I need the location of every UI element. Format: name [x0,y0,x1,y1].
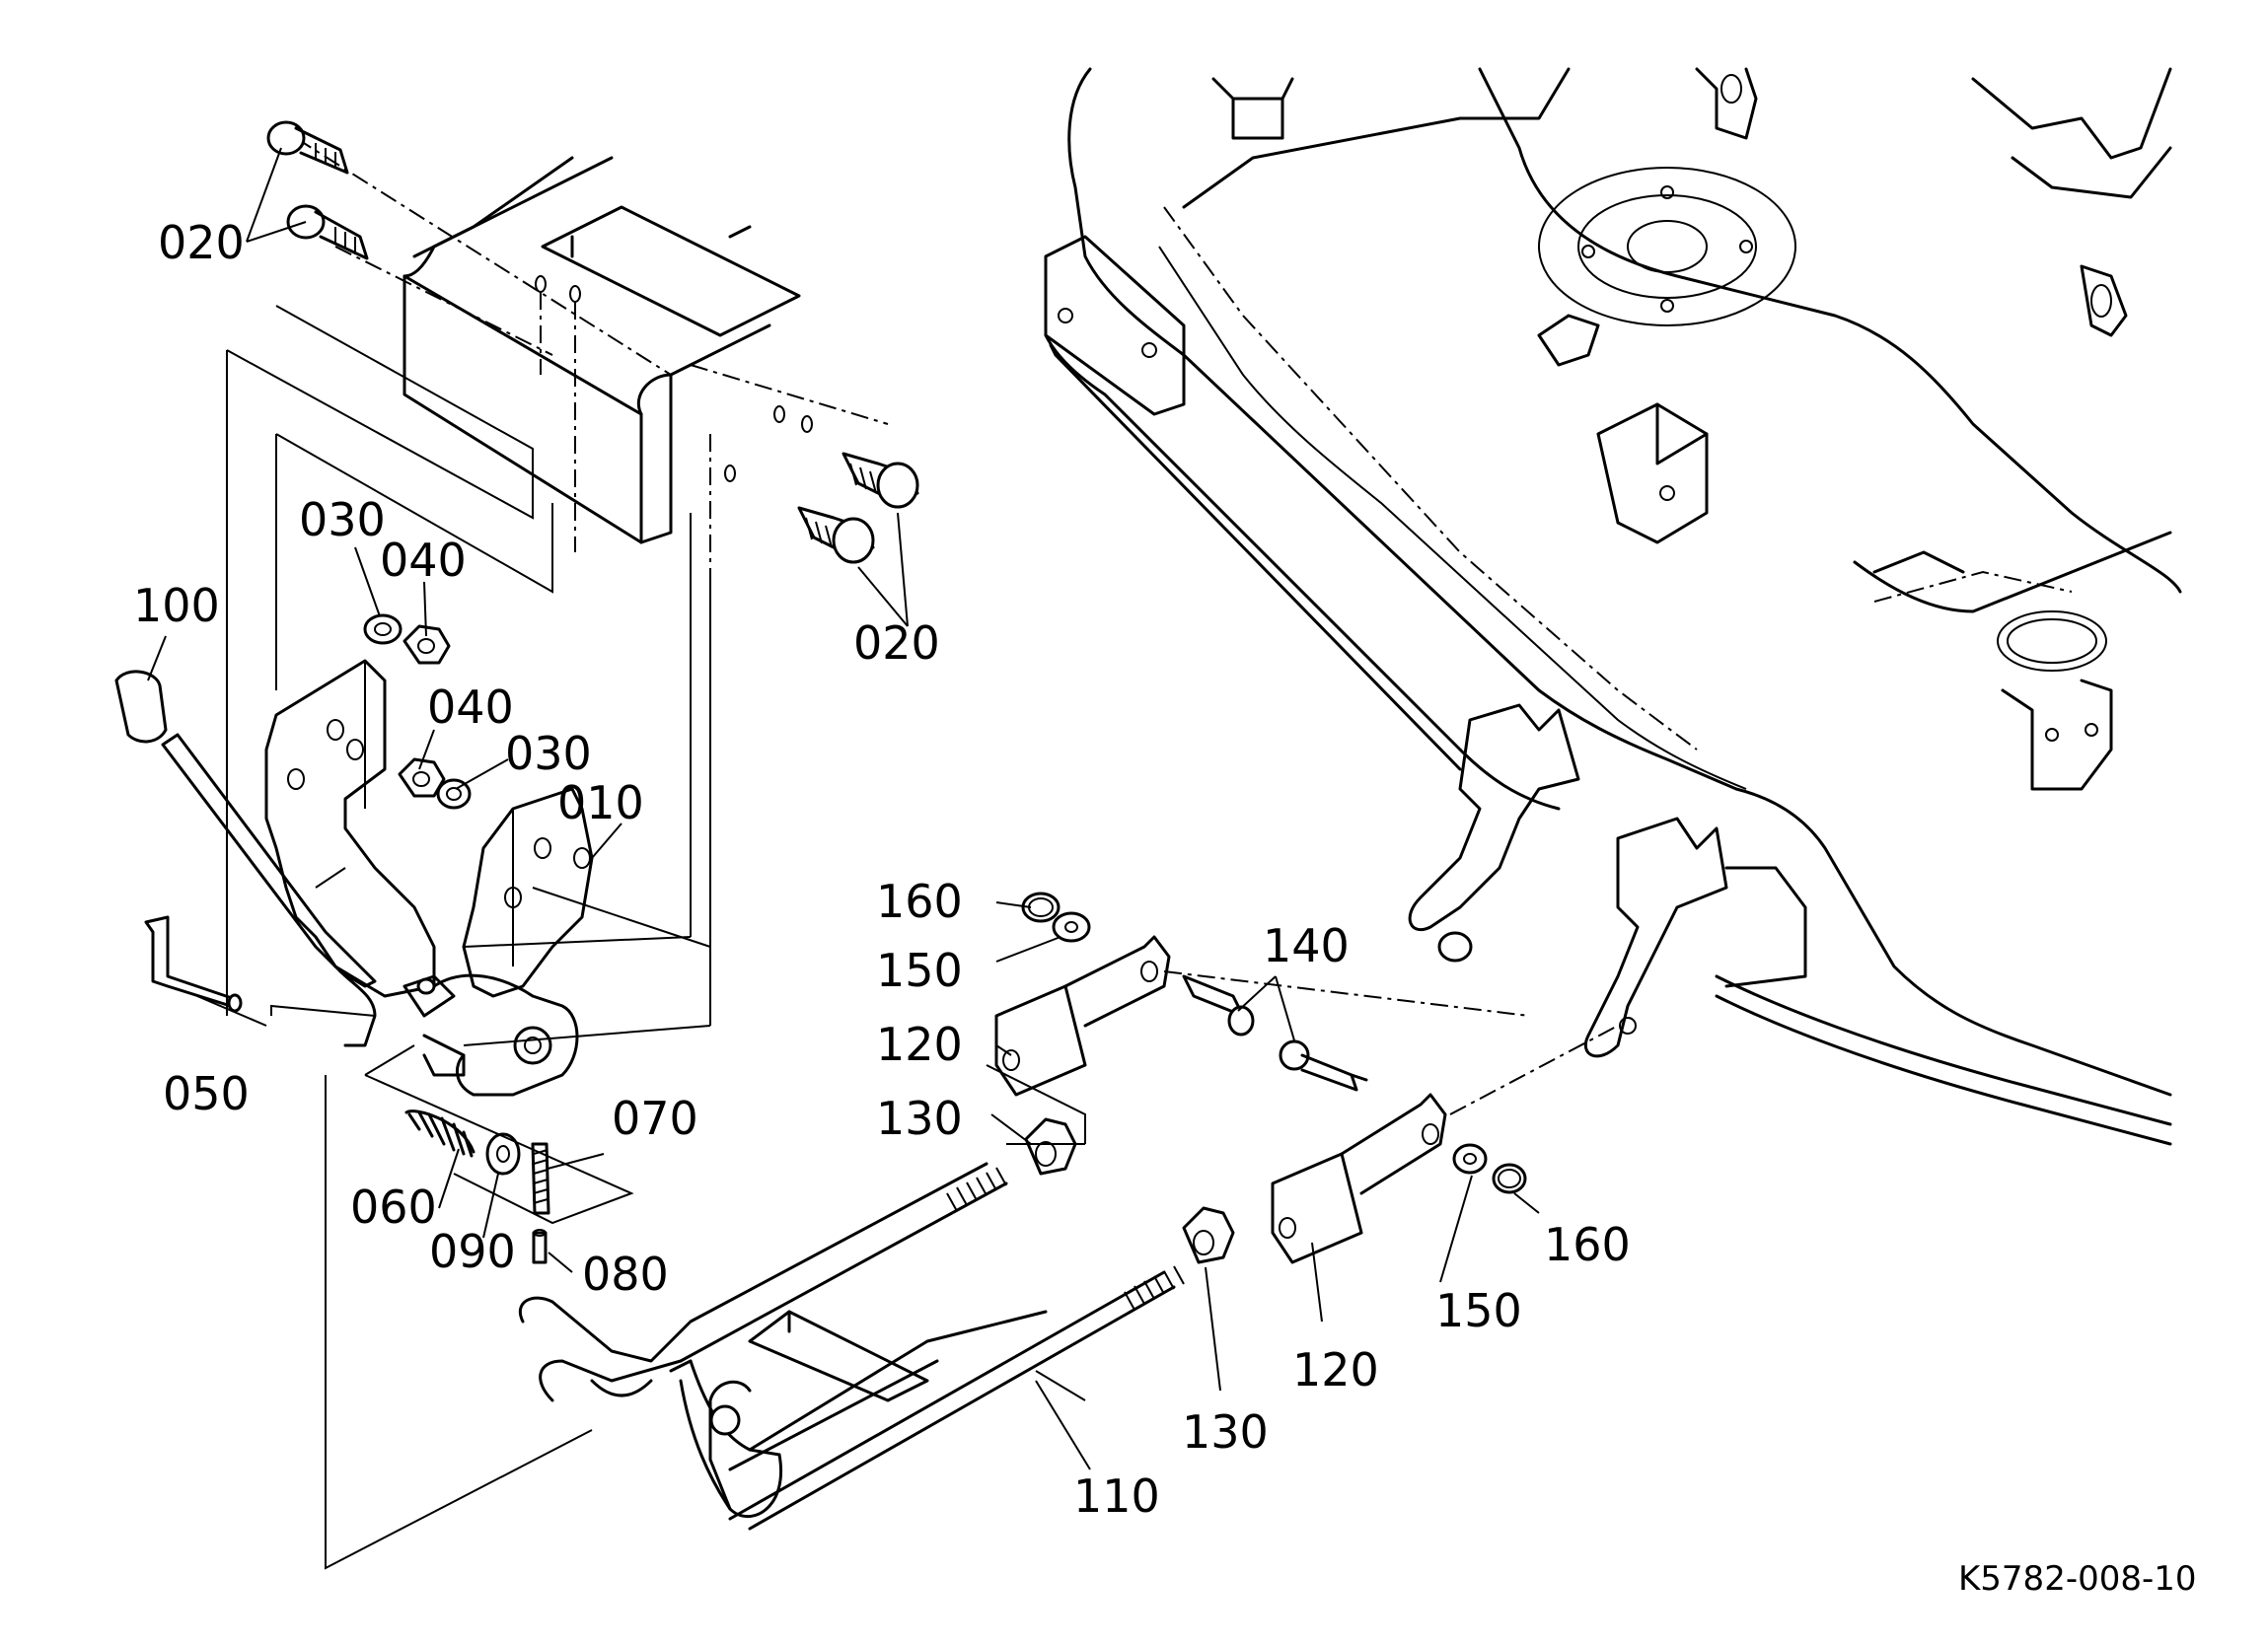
assembly-outline-boxes [226,305,711,1026]
callout-020-top: 020 [158,216,245,269]
spring-washer-pin-060-090 [364,1044,634,1264]
mower-deck [1044,67,2182,1146]
callout-120-left: 120 [876,1018,963,1071]
callout-020-right: 020 [853,616,940,670]
callout-080: 080 [582,1248,669,1301]
callout-120-right: 120 [1292,1343,1379,1396]
callout-130-right: 130 [1182,1405,1269,1459]
callout-130-left: 130 [876,1092,963,1145]
callout-160-left: 160 [876,875,963,928]
callout-150-right: 150 [1435,1284,1522,1337]
leader-lines [147,147,1540,1470]
bolts-020 [266,120,919,564]
callout-150-left: 150 [876,944,963,997]
nuts-130 [1024,1117,1235,1264]
callout-040-lower: 040 [427,680,514,734]
document-id: K5782-008-10 [1958,1559,2197,1599]
callout-160-right: 160 [1544,1218,1631,1271]
nuts-washers-030-040 [363,613,472,810]
callout-060: 060 [350,1181,437,1234]
washers-150-clips-160 [1021,892,1527,1194]
callout-090: 090 [429,1225,516,1278]
callout-030-upper: 030 [299,493,386,546]
callout-040-upper: 040 [380,534,467,587]
lever-100 [114,670,377,1047]
callout-labels: 020 020 030 040 040 030 010 100 050 060 … [133,216,1631,1523]
callout-010: 010 [557,776,644,829]
callout-050: 050 [163,1067,250,1120]
callout-110: 110 [1073,1469,1160,1523]
clevises-120 [986,935,1447,1264]
rod-110 [325,1075,1185,1570]
pins-140 [1163,970,1619,1115]
callout-030-lower: 030 [505,727,592,780]
pin-050 [144,915,267,1027]
callout-140: 140 [1263,919,1350,972]
callout-070: 070 [612,1092,698,1145]
callout-100: 100 [133,579,220,632]
